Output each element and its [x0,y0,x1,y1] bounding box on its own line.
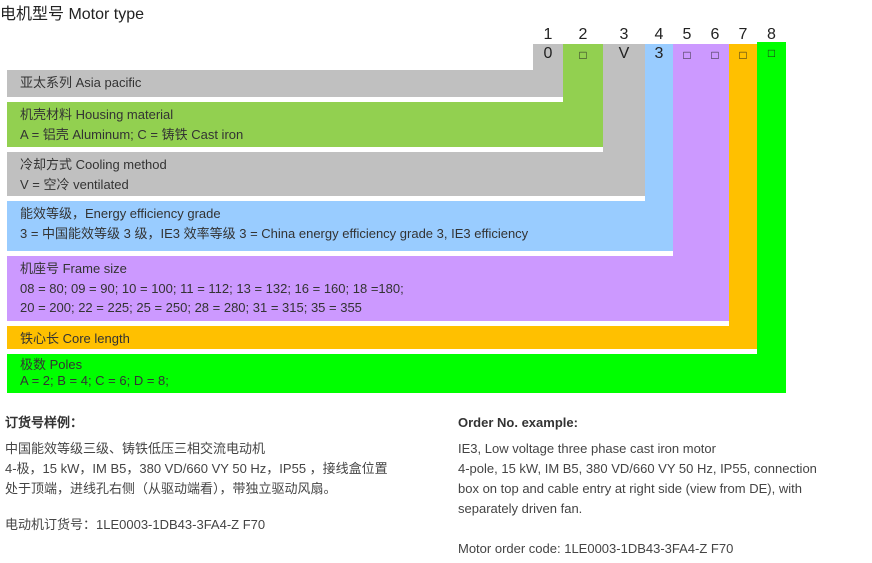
column-code: V [618,45,630,62]
code-row: 能效等级，Energy efficiency grade 3 = 中国能效等级 3… [7,201,673,251]
code-row: 铁心长 Core length [7,326,757,349]
code-row-title: 冷却方式 Cooling method [20,157,167,172]
code-row: 亚太系列 Asia pacific [7,70,563,97]
code-row-title: 机壳材料 Housing material [20,107,174,122]
column-code: □ [711,48,719,62]
code-row: 冷却方式 Cooling method V = 空冷 ventilated [7,152,645,196]
column-number: 1 [543,26,553,43]
column-code: 0 [543,45,553,62]
column-code: □ [683,48,691,62]
motor-type-title: 电机型号 Motor type [0,6,145,23]
column-number: 8 [767,26,776,43]
column-code: □ [739,48,747,62]
order-example-cn-heading: 订货号样例： [5,415,84,430]
code-row-title: 能效等级，Energy efficiency grade [20,206,221,221]
order-example-en-line: box on top and cable entry at right side… [458,481,802,496]
code-row-option: 20 = 200; 22 = 225; 25 = 250; 28 = 280; … [20,300,362,315]
order-example-cn-line: 中国能效等级三级、铸铁低压三相交流电动机 [5,441,266,456]
code-row-title: 机座号 Frame size [20,261,127,276]
order-example-cn: 订货号样例： 中国能效等级三级、铸铁低压三相交流电动机 4-极，15 kW，IM… [5,413,388,535]
order-example-en-line: 4-pole, 15 kW, IM B5, 380 VD/660 VY 50 H… [458,461,817,476]
code-column: □ [757,42,786,393]
column-code: 3 [654,45,664,62]
column-number: 4 [654,26,664,43]
code-row-title: 铁心长 Core length [20,331,130,346]
column-code: □ [579,48,587,62]
order-example-cn-line: 4-极，15 kW，IM B5，380 VD/660 VY 50 Hz，IP55… [5,461,388,476]
code-column: □ [729,44,757,349]
order-example-en-line: IE3, Low voltage three phase cast iron m… [458,441,716,456]
order-example-cn-line: 处于顶端，进线孔右侧（从驱动端看），带独立驱动风扇。 [5,481,337,496]
code-row-option: V = 空冷 ventilated [20,177,129,192]
column-number: 3 [619,26,629,43]
code-row-option: 3 = 中国能效等级 3 级，IE3 效率等级 3 = China energy… [20,226,529,241]
column-number: 6 [710,26,720,43]
order-code-en: Motor order code: 1LE0003-1DB43-3FA4-Z F… [458,541,734,556]
column-number: 5 [682,26,692,43]
code-row: 机座号 Frame size 08 = 80; 09 = 90; 10 = 100… [7,256,729,321]
order-code-cn: 电动机订货号：1LE0003-1DB43-3FA4-Z F70 [5,517,266,532]
column-code: □ [767,46,776,60]
column-number: 7 [738,26,748,43]
order-example-en-heading: Order No. example: [458,415,578,430]
code-row-option: 08 = 80; 09 = 90; 10 = 100; 11 = 112; 13… [20,280,404,296]
code-row: 机壳材料 Housing material A = 铝壳 Aluminum; C … [7,102,603,147]
code-row-option: A = 2; B = 4; C = 6; D = 8; [20,373,169,388]
code-row-title: 极数 Poles [20,357,83,372]
code-row-option: A = 铝壳 Aluminum; C = 铸铁 Cast iron [20,127,244,142]
column-number: 2 [578,26,588,43]
order-example-en: Order No. example: IE3, Low voltage thre… [458,413,817,559]
order-example-en-line: separately driven fan. [458,501,583,516]
code-row-title: 亚太系列 Asia pacific [20,75,142,90]
